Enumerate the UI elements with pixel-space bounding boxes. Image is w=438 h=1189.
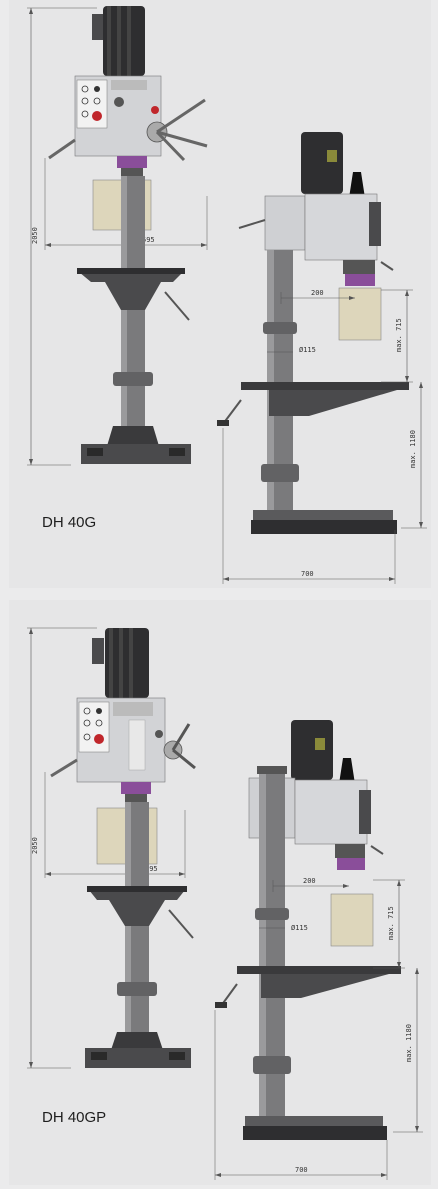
drawing-panel-dh40gp: 2050 595 (9, 600, 431, 1185)
dim-column-diameter: Ø115 (291, 924, 308, 932)
side-view: 200 Ø115 max. 715 max. 1180 (214, 720, 423, 1180)
model-label-dh40g: DH 40G (42, 514, 97, 531)
dim-width-span: 595 (142, 236, 155, 244)
dim-width-span: 595 (145, 865, 158, 873)
dim-spindle-travel: max. 715 (395, 318, 403, 352)
dim-base-depth: 700 (301, 570, 314, 578)
model-label-dh40gp: DH 40GP (42, 1109, 107, 1126)
dim-total-height: 2050 (31, 837, 39, 854)
drawing-panel-dh40g: 2050 595 (9, 0, 431, 588)
drill-drawing-dh40gp: 2050 595 (27, 627, 423, 1180)
front-view: 2050 595 (27, 627, 196, 1069)
dim-head-reach: 200 (311, 289, 324, 297)
dim-spindle-travel: max. 715 (387, 906, 395, 940)
dim-column-diameter: Ø115 (299, 346, 316, 354)
dim-total-height: 2050 (31, 227, 39, 244)
side-view: 200 Ø115 max. 715 max. 1180 (217, 132, 427, 584)
dim-head-reach: 200 (303, 877, 316, 885)
front-view: 2050 595 (27, 6, 208, 466)
dim-base-depth: 700 (295, 1166, 308, 1174)
drill-drawing-dh40g: 2050 595 (27, 6, 427, 584)
dim-table-height: max. 1180 (405, 1024, 413, 1062)
dim-table-height: max. 1180 (409, 430, 417, 468)
